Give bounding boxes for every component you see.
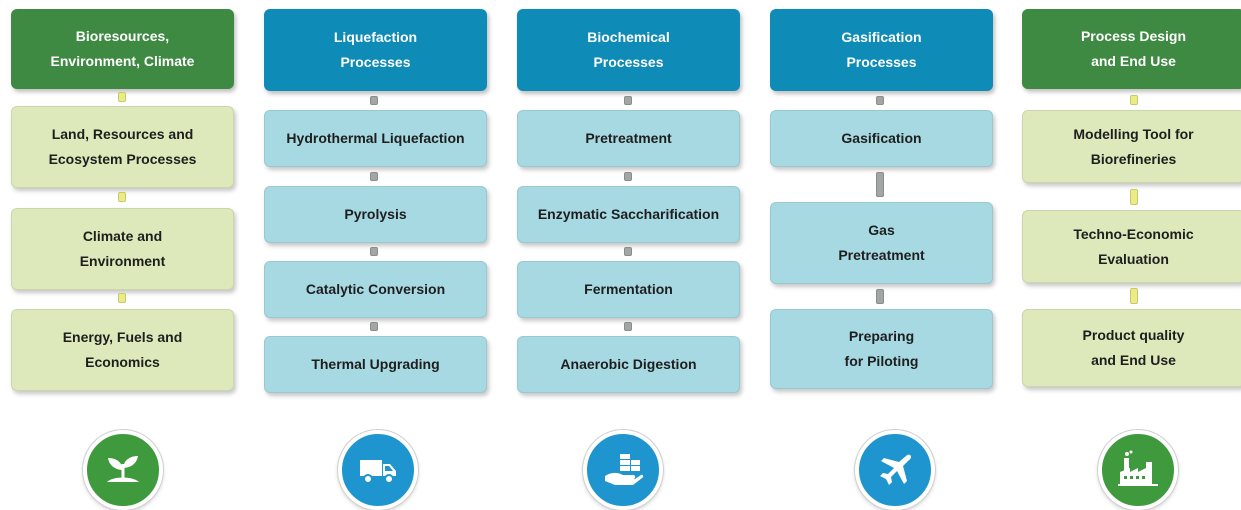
item-label: Modelling Tool for Biorefineries xyxy=(1073,125,1194,167)
connector xyxy=(370,247,378,256)
item-label: Pyrolysis xyxy=(344,206,407,222)
header-biochemical: Biochemical Processes xyxy=(517,9,740,91)
item-label: Land, Resources and Ecosystem Processes xyxy=(48,126,197,167)
item-thermal-upgrading: Thermal Upgrading xyxy=(264,336,487,393)
connector xyxy=(370,322,378,331)
factory-icon xyxy=(1098,430,1178,510)
item-label: Catalytic Conversion xyxy=(305,281,446,297)
connector xyxy=(1130,288,1138,304)
item-hydrothermal-liquefaction: Hydrothermal Liquefaction xyxy=(264,110,487,167)
item-gas-pretreatment: Gas Pretreatment xyxy=(770,202,993,284)
item-gasification: Gasification xyxy=(770,110,993,167)
item-label: Techno-Economic Evaluation xyxy=(1073,225,1194,267)
connector xyxy=(118,293,126,303)
connector xyxy=(876,172,884,197)
connector xyxy=(1130,95,1138,105)
header-label: Gasification Processes xyxy=(841,29,922,70)
item-land-resources: Land, Resources and Ecosystem Processes xyxy=(11,106,234,188)
item-anaerobic-digestion: Anaerobic Digestion xyxy=(517,336,740,393)
airplane-icon xyxy=(855,430,935,510)
header-label: Biochemical Processes xyxy=(587,29,670,70)
item-label: Thermal Upgrading xyxy=(311,356,440,372)
item-label: Anaerobic Digestion xyxy=(560,356,697,372)
item-climate-environment: Climate and Environment xyxy=(11,208,234,290)
item-pyrolysis: Pyrolysis xyxy=(264,186,487,243)
item-label: Pretreatment xyxy=(585,130,672,146)
connector xyxy=(370,172,378,181)
item-label: Energy, Fuels and Economics xyxy=(62,329,183,370)
connector xyxy=(876,289,884,304)
connector xyxy=(624,247,632,256)
item-enzymatic-saccharification: Enzymatic Saccharification xyxy=(517,186,740,243)
item-label: Climate and Environment xyxy=(79,228,166,269)
header-label: Liquefaction Processes xyxy=(333,29,418,70)
item-preparing-piloting: Preparing for Piloting xyxy=(770,309,993,389)
connector xyxy=(624,172,632,181)
header-gasification: Gasification Processes xyxy=(770,9,993,91)
truck-icon xyxy=(338,430,418,510)
header-label: Bioresources, Environment, Climate xyxy=(50,28,195,69)
item-label: Gas Pretreatment xyxy=(838,222,925,263)
item-label: Preparing for Piloting xyxy=(844,328,919,369)
connector xyxy=(118,92,126,102)
connector xyxy=(118,192,126,202)
connector xyxy=(370,96,378,105)
item-label: Gasification xyxy=(841,130,922,146)
item-energy-fuels: Energy, Fuels and Economics xyxy=(11,309,234,391)
connector xyxy=(876,96,884,105)
item-label: Enzymatic Saccharification xyxy=(537,206,720,222)
header-label: Process Design and End Use xyxy=(1080,28,1187,69)
header-liquefaction: Liquefaction Processes xyxy=(264,9,487,91)
item-product-quality: Product quality and End Use xyxy=(1022,309,1241,387)
connector xyxy=(624,322,632,331)
item-pretreatment: Pretreatment xyxy=(517,110,740,167)
item-label: Hydrothermal Liquefaction xyxy=(286,130,465,146)
item-label: Product quality and End Use xyxy=(1082,327,1185,368)
item-label: Fermentation xyxy=(584,281,673,297)
item-modelling-tool: Modelling Tool for Biorefineries xyxy=(1022,110,1241,183)
connector xyxy=(1130,189,1138,205)
item-techno-economic: Techno-Economic Evaluation xyxy=(1022,210,1241,283)
item-fermentation: Fermentation xyxy=(517,261,740,318)
header-process-design: Process Design and End Use xyxy=(1022,9,1241,89)
connector xyxy=(624,96,632,105)
item-catalytic-conversion: Catalytic Conversion xyxy=(264,261,487,318)
header-bioresources: Bioresources, Environment, Climate xyxy=(11,9,234,89)
hand-coins-icon xyxy=(583,430,663,510)
plant-sprout-icon xyxy=(83,430,163,510)
